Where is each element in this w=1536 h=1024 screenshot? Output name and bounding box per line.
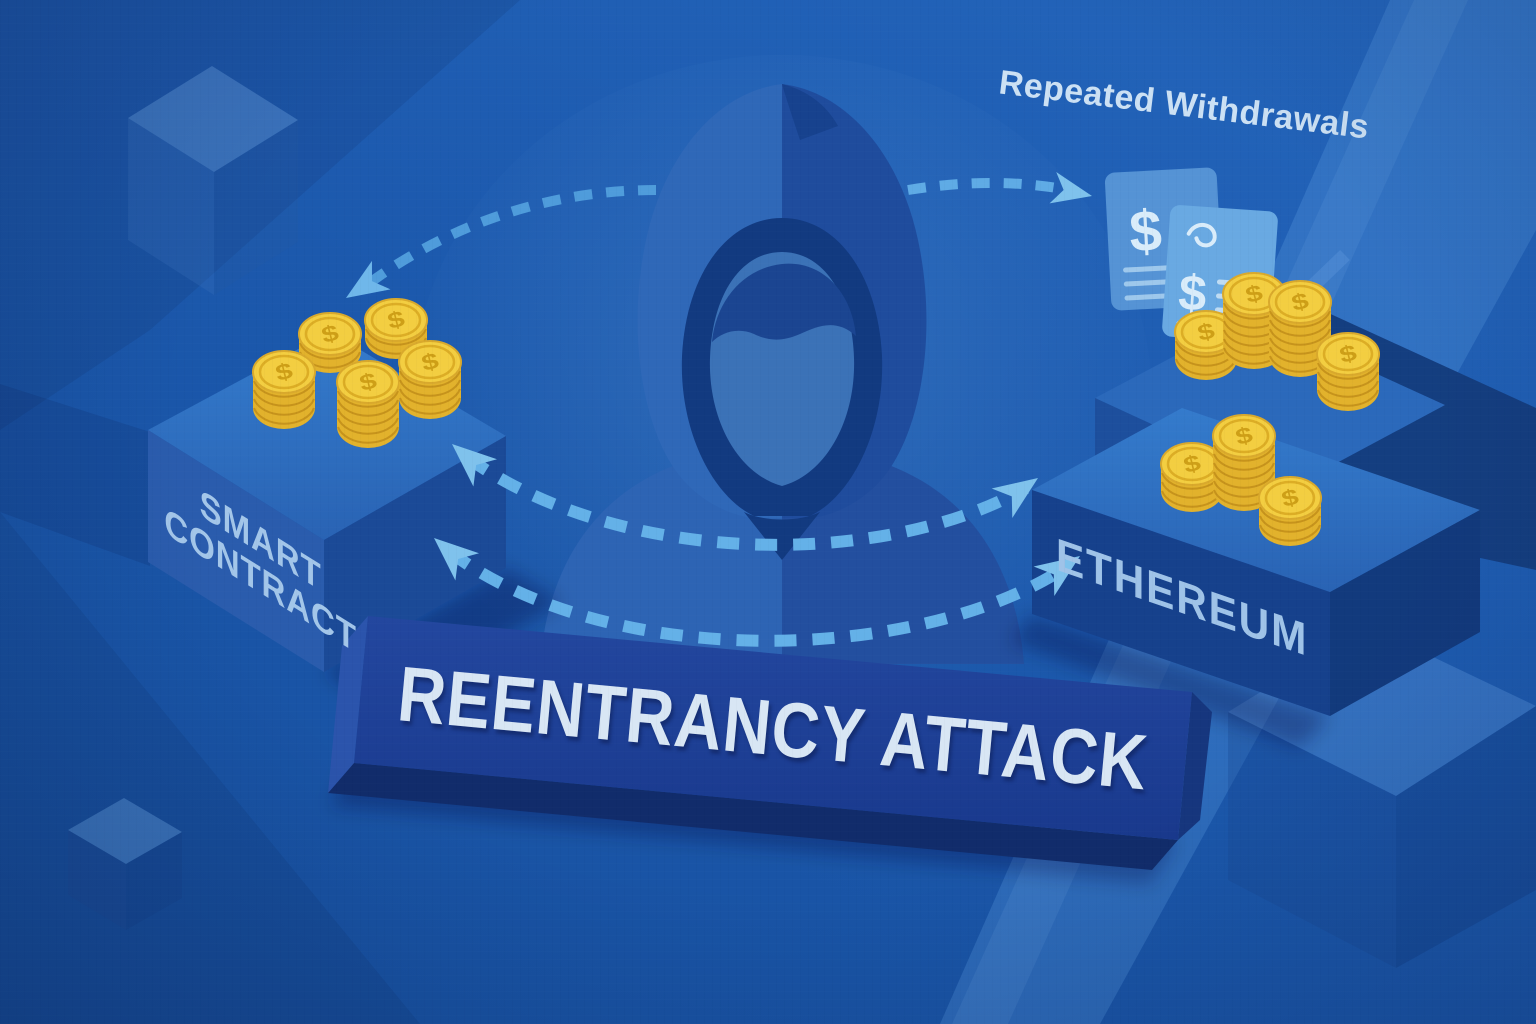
smart-contract-coins: $ $ $ $ $ (252, 298, 462, 448)
coin-stack: $ (1316, 332, 1380, 411)
banner-right-bevel (1178, 692, 1212, 840)
platform-coins: $ $ $ $ (1174, 272, 1380, 411)
coin-stack: $ (336, 360, 400, 448)
coin-stack: $ (298, 312, 362, 373)
coin-dollar-glyph: $ (319, 319, 342, 348)
ethereum-coins: $ $ $ (1160, 414, 1322, 546)
ethereum-block: $ $ $ (1010, 408, 1480, 748)
dollar-glyph: $ (1128, 198, 1164, 265)
cube-icon (68, 798, 182, 930)
coin-dollar-glyph: $ (1243, 279, 1266, 308)
coin-stack: $ (398, 340, 462, 419)
dashed-arc-upper (464, 453, 1029, 551)
coin-dollar-glyph: $ (1289, 287, 1312, 316)
coin-stack: $ (252, 350, 316, 429)
arrows (346, 172, 1092, 647)
banner-underside (328, 763, 1178, 870)
coin-stack: $ (1174, 310, 1238, 380)
banner-left-bevel (328, 616, 368, 793)
banner-slab (328, 616, 1212, 884)
banner-face (354, 616, 1192, 840)
coin-dollar-glyph: $ (385, 305, 408, 334)
hacker-hair (712, 263, 856, 342)
curl-icon (1186, 223, 1217, 248)
dashed-arrow-to-contract (365, 185, 657, 289)
coin-stack: $ (1160, 442, 1224, 512)
coin-dollar-glyph: $ (1233, 421, 1256, 450)
coin-dollar-glyph: $ (1279, 483, 1302, 512)
coin-dollar-glyph: $ (1181, 449, 1204, 478)
cube-icon (128, 66, 298, 295)
coin-dollar-glyph: $ (357, 367, 380, 396)
coin-dollar-glyph: $ (1195, 317, 1218, 346)
coin-stack: $ (1258, 476, 1322, 546)
coin-dollar-glyph: $ (273, 357, 296, 386)
coin-dollar-glyph: $ (1337, 339, 1360, 368)
dashed-arc-lower (446, 547, 1072, 647)
coin-dollar-glyph: $ (419, 347, 442, 376)
